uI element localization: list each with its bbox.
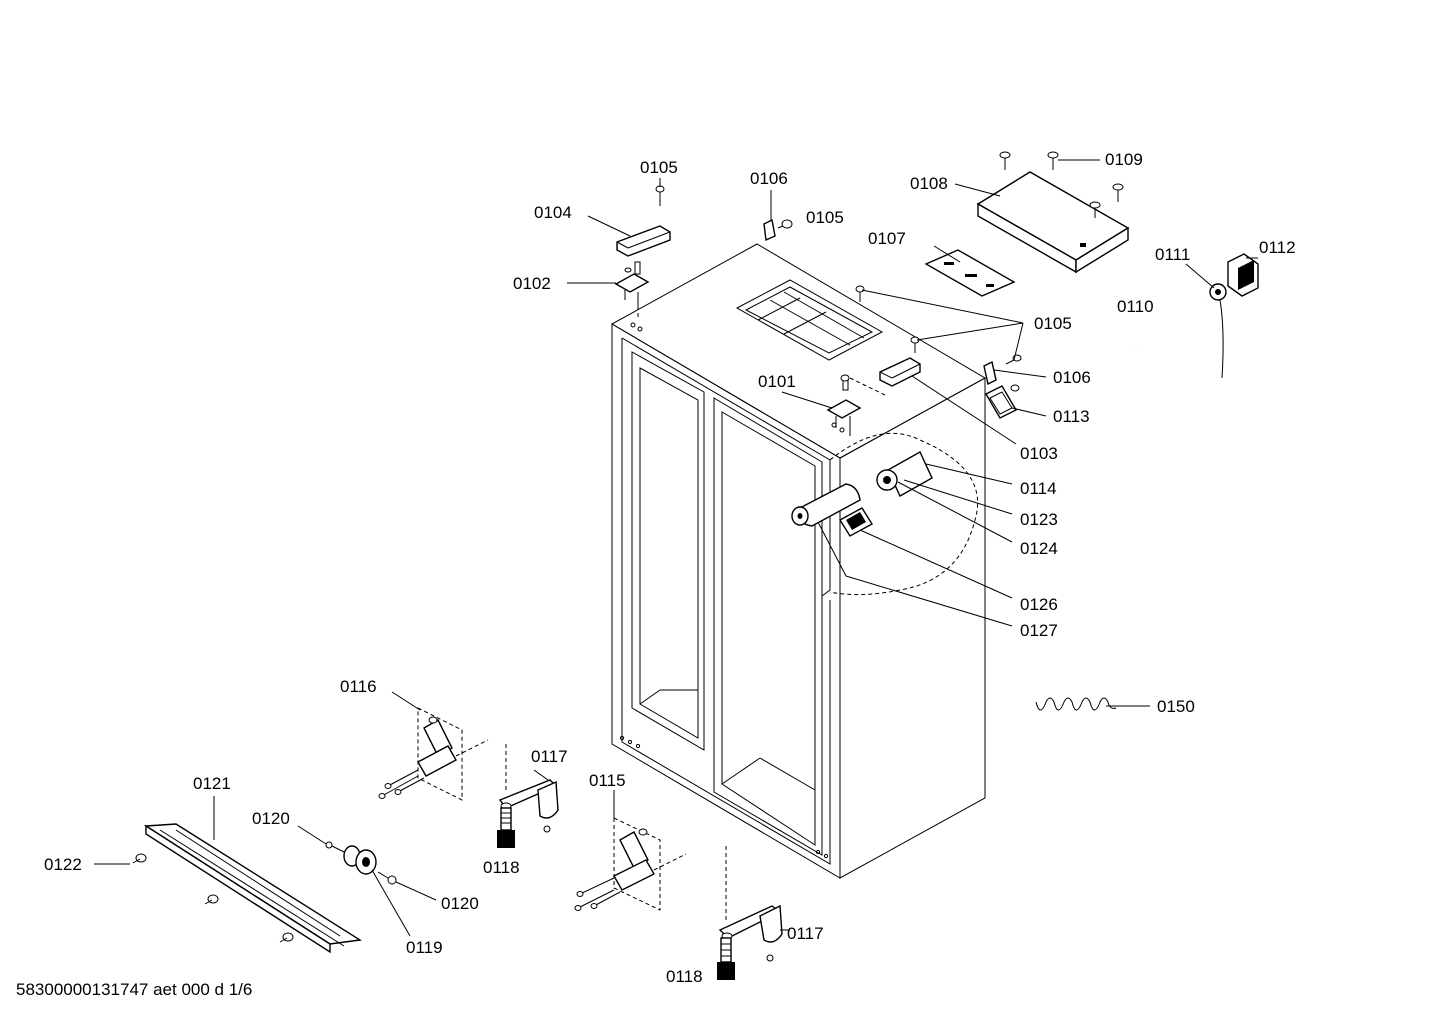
screws-0109 xyxy=(999,151,1124,218)
label-0103: 0103 xyxy=(1020,444,1058,463)
thermostat-0112 xyxy=(1227,253,1259,297)
screw-grille-low xyxy=(279,932,294,943)
water-filter-0127 xyxy=(791,483,861,527)
label-0107: 0107 xyxy=(868,229,906,248)
filter-housing-0114 xyxy=(876,451,933,497)
hinge-cover-0103 xyxy=(879,357,921,387)
label-0114: 0114 xyxy=(1020,479,1057,498)
bracket-0106-top xyxy=(763,218,793,242)
bracket-0106-right xyxy=(983,360,997,386)
label-0104: 0104 xyxy=(534,203,572,222)
refrigerator-cabinet xyxy=(610,243,987,879)
top-hinge-0101 xyxy=(826,374,886,436)
label-0105-a: 0105 xyxy=(640,158,678,177)
label-0105-c: 0105 xyxy=(1034,314,1072,333)
label-0112: 0112 xyxy=(1259,238,1296,257)
document-id: 58300000131747 aet 000 d 1/6 xyxy=(16,980,253,999)
label-0124: 0124 xyxy=(1020,539,1058,558)
label-0105-b: 0105 xyxy=(806,208,844,227)
label-0110: 0110 xyxy=(1117,297,1154,316)
label-0113: 0113 xyxy=(1053,407,1090,426)
label-0150: 0150 xyxy=(1157,697,1195,716)
fitting-0120-lower xyxy=(377,871,397,885)
fitting-0120-upper xyxy=(325,841,345,853)
label-0120-a: 0120 xyxy=(252,809,290,828)
label-0120-b: 0120 xyxy=(441,894,479,913)
label-0102: 0102 xyxy=(513,274,551,293)
bottom-hinge-0116 xyxy=(378,707,489,801)
label-0116: 0116 xyxy=(340,677,377,696)
foot-bracket-0117-left xyxy=(498,744,559,833)
label-0108: 0108 xyxy=(910,174,948,193)
cover-box-0108 xyxy=(976,171,1130,274)
capillary-tube-0110 xyxy=(1135,298,1209,348)
label-0119: 0119 xyxy=(406,938,443,957)
label-0126: 0126 xyxy=(1020,595,1058,614)
base-grille-0121 xyxy=(143,823,363,954)
label-0118-a: 0118 xyxy=(483,858,520,877)
label-0122: 0122 xyxy=(44,855,82,874)
bottom-hinge-0115 xyxy=(574,817,687,911)
screw-0105-top-left xyxy=(655,185,665,206)
filter-head-0126 xyxy=(839,507,873,537)
label-0117-a: 0117 xyxy=(531,747,568,766)
part-labels: 0105 0104 0102 0106 0105 0107 0108 0109 … xyxy=(44,150,1296,986)
leader-lines xyxy=(94,159,1258,975)
sensor-0111 xyxy=(1209,283,1227,379)
screws-0105-top xyxy=(855,285,1022,365)
label-0117-b: 0117 xyxy=(787,924,824,943)
label-0121: 0121 xyxy=(193,774,231,793)
label-0109: 0109 xyxy=(1105,150,1143,169)
screw-0122 xyxy=(132,853,147,864)
hinge-cover-0104 xyxy=(616,225,671,257)
label-0127: 0127 xyxy=(1020,621,1058,640)
bracket-0113 xyxy=(985,384,1020,419)
valve-fitting-0119 xyxy=(343,845,377,875)
label-0123: 0123 xyxy=(1020,510,1058,529)
leveling-foot-0118-left xyxy=(497,807,515,848)
control-board-0107 xyxy=(924,249,1016,297)
screw-grille-mid xyxy=(204,894,219,905)
label-0115: 0115 xyxy=(589,771,626,790)
label-0111: 0111 xyxy=(1155,245,1190,264)
label-0118-b: 0118 xyxy=(666,967,703,986)
spring-0150 xyxy=(1035,697,1117,711)
label-0106-b: 0106 xyxy=(1053,368,1091,387)
label-0101: 0101 xyxy=(758,372,796,391)
top-hinge-0102 xyxy=(614,261,650,320)
label-0106-a: 0106 xyxy=(750,169,788,188)
